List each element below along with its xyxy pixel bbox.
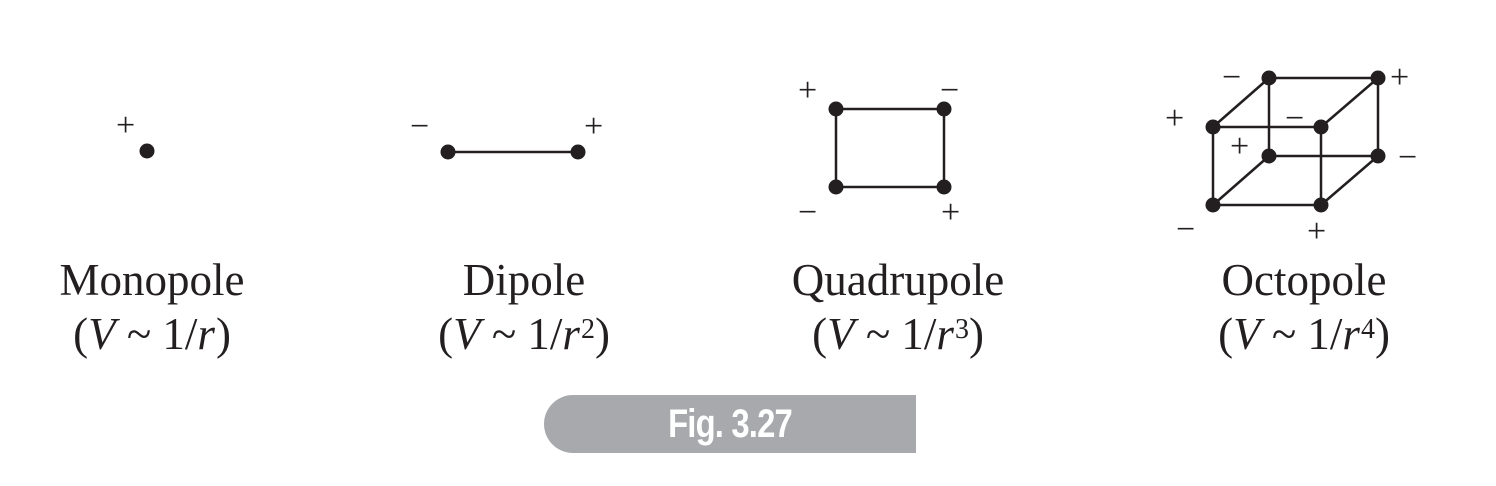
octopole-charge-front-top-right	[1313, 119, 1329, 135]
quadrupole-charge-bottom-left	[828, 179, 844, 195]
octopole-charge-front-bottom-left	[1205, 197, 1221, 213]
octopole-charge-back-bottom-right	[1370, 148, 1386, 164]
octopole-sign-front-top-left: +	[1165, 100, 1184, 137]
dipole-sign-minus: −	[410, 108, 429, 145]
octopole-charge-back-top-right	[1370, 70, 1386, 86]
dipole-caption: Dipole (V ~ 1/r2)	[374, 253, 674, 361]
octopole-title: Octopole	[1221, 255, 1387, 305]
octopole-diagram: − + + − + − − +	[1165, 59, 1417, 250]
octopole-sign-back-top-right: +	[1390, 59, 1409, 96]
quadrupole-sign-bottom-right: +	[941, 194, 960, 231]
quadrupole-sign-top-left: +	[798, 72, 817, 109]
figure-label-tab: Fig. 3.27	[544, 395, 916, 453]
quadrupole-sign-top-right: −	[940, 72, 959, 109]
octopole-charge-front-bottom-right	[1313, 197, 1329, 213]
monopole-diagram: +	[116, 107, 155, 159]
quadrupole-title: Quadrupole	[791, 255, 1005, 305]
dipole-diagram: − +	[410, 108, 603, 160]
quadrupole-charge-top-right	[936, 101, 952, 117]
octopole-sign-front-bottom-left: −	[1176, 211, 1195, 248]
dipole-charge-negative	[440, 144, 456, 160]
quadrupole-caption: Quadrupole (V ~ 1/r3)	[748, 253, 1048, 361]
monopole-title: Monopole	[59, 255, 245, 305]
octopole-charge-front-top-left	[1205, 119, 1221, 135]
octopole-sign-back-top-left: −	[1222, 59, 1241, 96]
dipole-charge-positive	[570, 144, 586, 160]
quadrupole-square	[834, 107, 946, 189]
monopole-sign-plus: +	[116, 107, 135, 144]
octopole-charge-back-bottom-left	[1261, 148, 1277, 164]
figure-label: Fig. 3.27	[668, 402, 793, 446]
monopole-charge	[139, 143, 155, 159]
dipole-potential-law: (V ~ 1/r2)	[438, 309, 610, 359]
monopole-caption: Monopole (V ~ 1/r)	[2, 253, 302, 361]
dipole-sign-plus: +	[584, 108, 603, 145]
dipole-title: Dipole	[462, 255, 586, 305]
quadrupole-potential-law: (V ~ 1/r3)	[812, 309, 984, 359]
octopole-potential-law: (V ~ 1/r4)	[1218, 309, 1390, 359]
quadrupole-diagram: + − − +	[798, 72, 960, 231]
quadrupole-charge-bottom-right	[936, 179, 952, 195]
octopole-sign-back-bottom-right: −	[1398, 139, 1417, 176]
octopole-caption: Octopole (V ~ 1/r4)	[1154, 253, 1454, 361]
monopole-potential-law: (V ~ 1/r)	[73, 309, 231, 359]
quadrupole-sign-bottom-left: −	[798, 194, 817, 231]
octopole-sign-front-bottom-right: +	[1307, 213, 1326, 250]
octopole-charge-back-top-left	[1261, 70, 1277, 86]
octopole-sign-back-bottom-left: +	[1230, 128, 1249, 165]
octopole-sign-front-top-right: −	[1285, 100, 1304, 137]
octopole-cube-edges	[1211, 76, 1380, 207]
quadrupole-charge-top-left	[828, 101, 844, 117]
